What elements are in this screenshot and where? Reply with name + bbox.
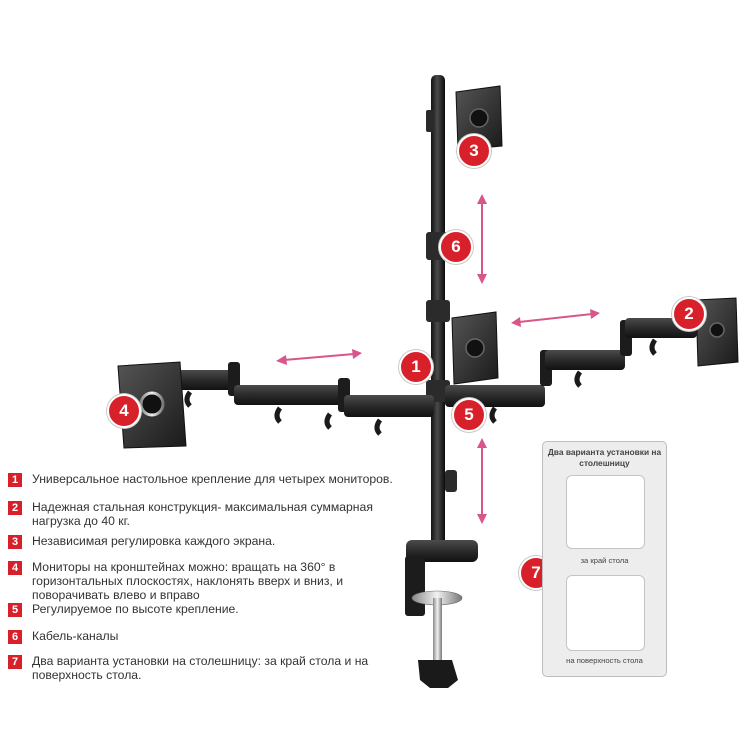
variant-edge-box bbox=[566, 475, 645, 549]
vesa-plate-right bbox=[695, 297, 739, 367]
callout-4: 4 bbox=[107, 394, 141, 428]
legend-text: Кабель-каналы bbox=[32, 629, 119, 643]
adjust-arrows bbox=[276, 194, 600, 524]
legend-number: 4 bbox=[8, 561, 22, 575]
legend-text: Надежная стальная конструкция- максималь… bbox=[32, 500, 373, 528]
legend-text: Мониторы на кронштейнах можно: вращать н… bbox=[32, 560, 344, 602]
legend-text: Универсальное настольное крепление для ч… bbox=[32, 472, 393, 486]
callout-6: 6 bbox=[439, 230, 473, 264]
install-options-panel: Два варианта установки на столешницу за … bbox=[542, 441, 667, 677]
vesa-plate-left bbox=[117, 361, 187, 449]
variant-surface-box bbox=[566, 575, 645, 651]
callout-1: 1 bbox=[399, 350, 433, 384]
right-arm bbox=[445, 318, 697, 424]
legend-number: 1 bbox=[8, 473, 22, 487]
vesa-plate-center bbox=[451, 311, 499, 385]
left-arm bbox=[178, 362, 434, 436]
legend-number: 5 bbox=[8, 603, 22, 617]
callout-3: 3 bbox=[457, 134, 491, 168]
legend-number: 3 bbox=[8, 535, 22, 549]
variant-edge-caption: за край стола bbox=[580, 556, 629, 565]
legend-text: Регулируемое по высоте крепление. bbox=[32, 602, 239, 616]
callout-5: 5 bbox=[452, 398, 486, 432]
vertical-pole bbox=[426, 75, 457, 545]
variant-surface-caption: на поверхность стола bbox=[566, 656, 643, 665]
legend-number: 7 bbox=[8, 655, 22, 669]
panel-title: Два варианта установки на столешницу bbox=[547, 447, 662, 468]
legend-text: Два варианта установки на столешницу: за… bbox=[32, 654, 369, 682]
legend-text: Независимая регулировка каждого экрана. bbox=[32, 534, 276, 548]
cable-channel-clip bbox=[445, 470, 457, 492]
legend-number: 2 bbox=[8, 501, 22, 515]
legend-number: 6 bbox=[8, 630, 22, 644]
callout-2: 2 bbox=[672, 297, 706, 331]
desk-clamp bbox=[405, 540, 478, 688]
